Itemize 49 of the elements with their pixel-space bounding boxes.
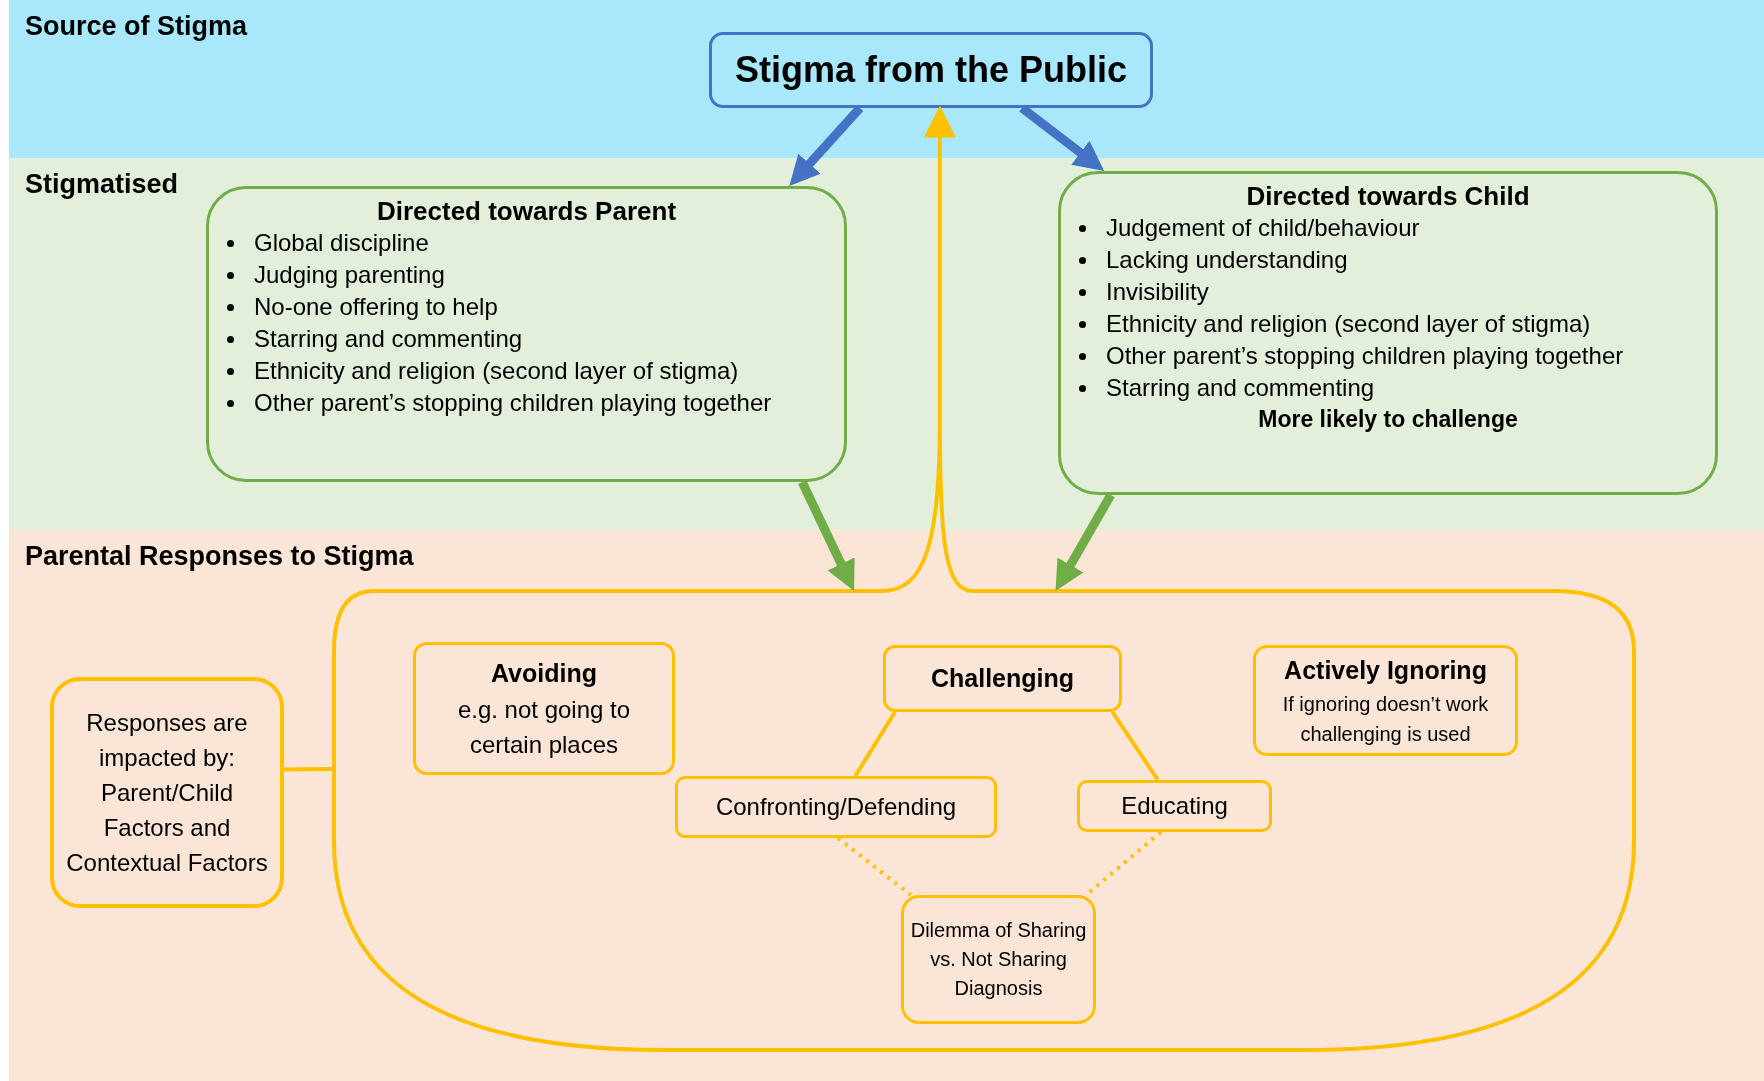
bullet-item: Starring and commenting <box>253 324 523 354</box>
bullet-item: Ethnicity and religion (second layer of stigma) <box>1105 309 1591 339</box>
box-text: Avoiding <box>491 657 597 689</box>
rounded-box <box>206 186 847 482</box>
section-band <box>9 158 1764 530</box>
bullet-item: Global discipline <box>253 228 429 258</box>
bullet-item: Lacking understanding <box>1105 245 1348 275</box>
box-text: Challenging <box>930 662 1075 694</box>
arrow <box>789 105 864 186</box>
arrow <box>1055 492 1115 591</box>
bullet-item: Judging parenting <box>253 260 445 290</box>
rounded-box <box>675 776 997 838</box>
dotted-line <box>836 836 912 897</box>
section-heading: Stigmatised <box>25 168 179 201</box>
bullet-item: Invisibility <box>1105 277 1209 307</box>
section-band <box>9 530 1764 1081</box>
section-heading: Source of Stigma <box>25 10 248 43</box>
box-subtext: If ignoring doesn’t work challenging is used <box>1281 692 1490 748</box>
bullet-item: Ethnicity and religion (second layer of stigma) <box>253 356 739 386</box>
bullet-item: Starring and commenting <box>1105 373 1375 403</box>
rounded-box <box>901 895 1096 1024</box>
bullet-item: Other parent’s stopping children playing together <box>1105 341 1624 371</box>
connector-line <box>1110 710 1160 782</box>
section-band <box>9 0 1764 158</box>
box-text: Actively Ignoring <box>1284 654 1487 686</box>
arrow <box>798 480 855 591</box>
box-text: Responses are impacted by: Parent/Child Factors and Contextual Factors <box>65 708 269 878</box>
section-heading: Parental Responses to Stigma <box>25 540 414 573</box>
box-note: More likely to challenge <box>1257 405 1519 434</box>
box-heading: Directed towards Child <box>1245 180 1531 212</box>
rounded-box <box>1253 645 1518 756</box>
rounded-box <box>1077 780 1272 832</box>
rounded-box <box>1058 171 1718 495</box>
box-subtext: e.g. not going to certain places <box>456 695 632 761</box>
rounded-box <box>413 642 675 775</box>
box-text: Confronting/Defending <box>715 792 957 822</box>
rounded-box <box>709 32 1153 108</box>
box-text: Educating <box>1121 791 1228 821</box>
box-text: Dilemma of Sharing vs. Not Sharing Diagnosis <box>910 918 1087 1001</box>
arrow <box>881 105 975 593</box>
rounded-box <box>883 645 1122 712</box>
connector-line <box>284 767 334 772</box>
bullet-item: Judgement of child/behaviour <box>1105 213 1420 243</box>
connector-line <box>853 710 897 778</box>
box-text: Stigma from the Public <box>734 48 1127 92</box>
bullet-item: No-one offering to help <box>253 292 498 322</box>
box-heading: Directed towards Parent <box>375 195 678 227</box>
bullet-item: Other parent’s stopping children playing together <box>253 388 772 418</box>
rounded-box <box>50 677 284 908</box>
